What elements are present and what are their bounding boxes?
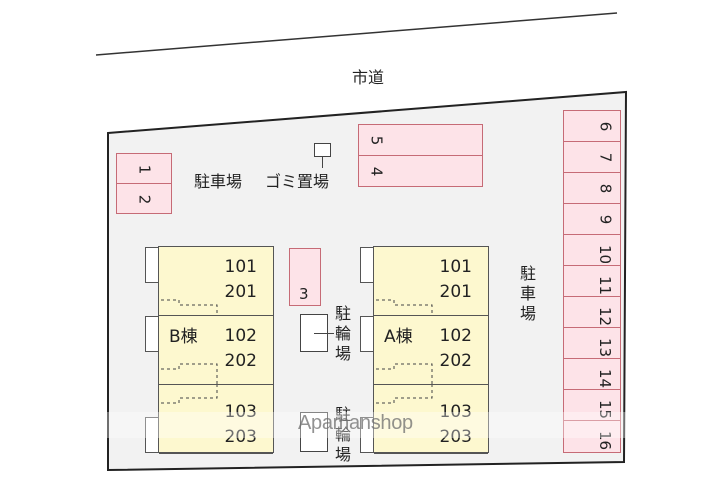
bicycle-parking-label-2: 駐 輪 場	[334, 405, 351, 464]
parking-space-8[interactable]: 8	[563, 172, 621, 204]
bicycle-parking-box-2	[300, 412, 328, 452]
parking-label-top: 駐車場	[194, 172, 243, 191]
b-interior-dashed-lines	[161, 299, 218, 404]
parking-space-5[interactable]: 5	[358, 124, 483, 156]
unit-number: 101	[224, 257, 257, 277]
building-b-unit-1[interactable]: 101 201	[159, 247, 273, 316]
unit-number: 103	[439, 402, 472, 422]
building-b-name: B棟	[169, 327, 198, 347]
parking-space-12[interactable]: 12	[563, 296, 621, 328]
a-interior-dashed-lines	[376, 299, 433, 404]
unit-number: 202	[439, 351, 472, 371]
watermark-band	[0, 412, 720, 438]
watermark-text: Apamanshop	[298, 412, 413, 434]
unit-number: 203	[224, 427, 257, 447]
parking-space-10[interactable]: 10	[563, 234, 621, 266]
building-a-unit-3[interactable]: 103 203	[374, 385, 488, 454]
road-label: 市道	[352, 68, 385, 87]
parking-space-3[interactable]: 3	[289, 248, 321, 306]
garbage-pointer-line	[322, 156, 323, 168]
unit-number: 102	[224, 326, 257, 346]
road-edge-line	[95, 12, 618, 56]
parking-space-1[interactable]: 1	[116, 153, 172, 184]
building-b[interactable]: 101 201 B棟 102 202 103 203	[158, 246, 274, 454]
unit-number: 201	[224, 282, 257, 302]
unit-number: 102	[439, 326, 472, 346]
garbage-area-label: ゴミ置場	[265, 172, 330, 191]
building-b-unit-2[interactable]: B棟 102 202	[159, 316, 273, 385]
building-b-unit-3[interactable]: 103 203	[159, 385, 273, 454]
unit-number: 101	[439, 257, 472, 277]
parking-space-9[interactable]: 9	[563, 203, 621, 235]
parking-column-right: 6 7 8 9 10 11 12 13 14 15 16	[563, 110, 621, 453]
unit-number: 103	[224, 402, 257, 422]
parking-label-right: 駐 車 場	[519, 264, 536, 323]
unit-number: 203	[439, 427, 472, 447]
parking-space-6[interactable]: 6	[563, 110, 621, 142]
building-a-unit-2[interactable]: A棟 102 202	[374, 316, 488, 385]
parking-space-4[interactable]: 4	[358, 155, 483, 187]
parking-space-16[interactable]: 16	[563, 420, 621, 453]
bicycle-pointer-line-1	[314, 333, 334, 334]
parking-space-13[interactable]: 13	[563, 327, 621, 359]
unit-number: 201	[439, 282, 472, 302]
unit-number: 202	[224, 351, 257, 371]
parking-space-7[interactable]: 7	[563, 141, 621, 173]
building-a[interactable]: 101 201 A棟 102 202 103 203	[373, 246, 489, 454]
parking-space-15[interactable]: 15	[563, 389, 621, 421]
parking-space-14[interactable]: 14	[563, 358, 621, 390]
building-a-name: A棟	[384, 327, 413, 347]
building-a-unit-1[interactable]: 101 201	[374, 247, 488, 316]
garbage-box-icon	[314, 143, 331, 157]
bicycle-parking-label-1: 駐 輪 場	[334, 304, 351, 363]
parking-space-11[interactable]: 11	[563, 265, 621, 297]
parking-space-2[interactable]: 2	[116, 183, 172, 214]
